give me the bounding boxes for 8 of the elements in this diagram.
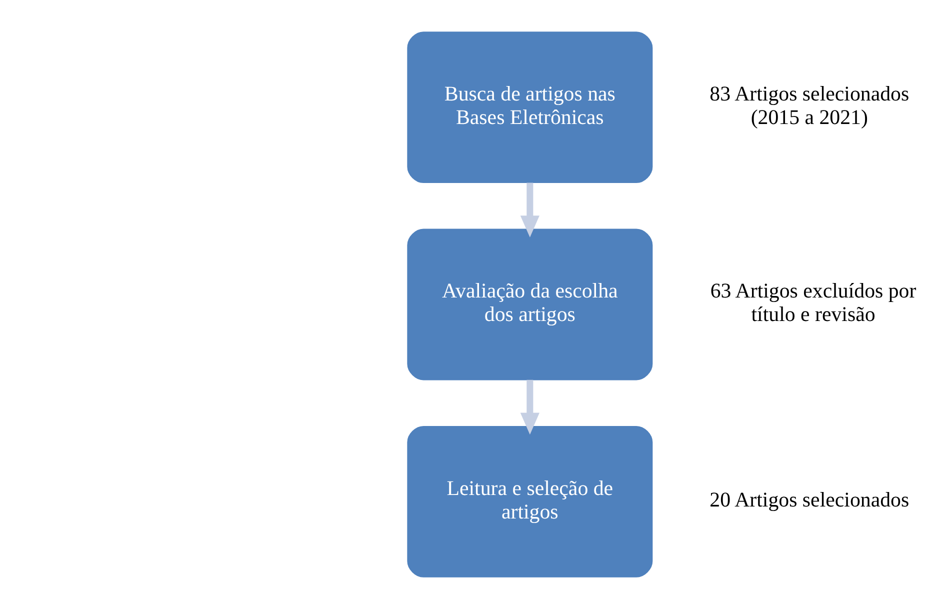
node-box: Leitura e seleção de artigos <box>407 425 653 577</box>
node-label: 20 Artigos selecionados <box>710 487 910 512</box>
node-box: Avaliação da escolha dos artigos <box>407 228 653 380</box>
node-box: Busca de artigos nas Bases Eletrônicas <box>407 31 653 183</box>
node-label: 83 Artigos selecionados (2015 a 2021) <box>710 81 910 129</box>
arrow <box>520 379 540 434</box>
arrow <box>520 182 540 237</box>
node-label: 63 Artigos excluídos por título e revisão <box>710 278 916 326</box>
